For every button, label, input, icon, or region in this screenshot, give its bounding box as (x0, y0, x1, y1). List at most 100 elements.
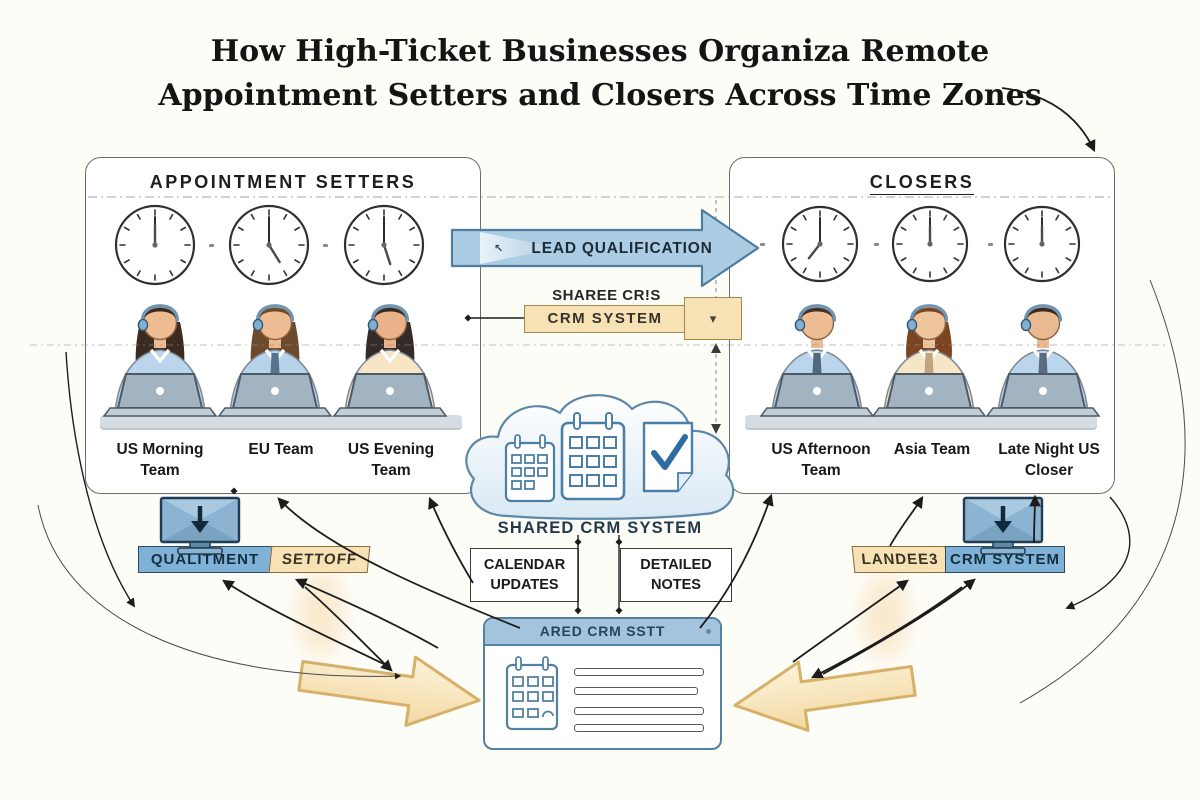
laptop-logo (386, 387, 394, 395)
calendar-icon (504, 434, 556, 503)
monitor-download-icon (962, 496, 1044, 555)
person-illustration (332, 304, 448, 417)
team-label-right_panel-1: Asia Team (862, 440, 1002, 486)
headset-icon (370, 304, 410, 322)
person-left_panel-1 (210, 292, 340, 420)
crm-port-box: ▾ (684, 297, 742, 340)
laptop-base (332, 407, 448, 417)
person-illustration (759, 304, 875, 417)
closers-title: CLOSERS (869, 172, 975, 195)
laptop-base (102, 407, 218, 417)
page-title: How High-Ticket Businesses Organiza Remo… (0, 30, 1200, 117)
detailed-notes-line1: DETAILED (640, 556, 712, 573)
clock-left_panel-1 (227, 203, 311, 287)
title-line-2: Appointment Setters and Closers Across T… (158, 77, 1042, 113)
calendar-icon (505, 656, 559, 731)
headset-icon (140, 304, 180, 322)
shared-crm-cloud: SHARED CRM SYSTEM (465, 394, 735, 537)
appointment-setters-title: APPOINTMENT SETTERS (149, 172, 417, 192)
team-label-line: Team (371, 461, 411, 479)
team-label-line: EU Team (248, 441, 314, 458)
hair (143, 307, 177, 322)
up-arrowhead-icon (711, 343, 721, 353)
clock-icon (343, 204, 425, 286)
laptop-base (871, 407, 987, 417)
team-label-line: US Afternoon (771, 441, 871, 458)
record-line (574, 724, 704, 732)
monitor-download-icon (159, 496, 241, 555)
crm-window-titlebar: ARED CRM SSTT (485, 619, 720, 646)
lead-qualification-label: LEAD QUALIFICATION (531, 240, 712, 257)
lead-qualification-arrow: ↖ LEAD QUALIFICATION (450, 208, 760, 288)
team-label-line: Team (801, 461, 841, 479)
person-illustration (102, 304, 218, 417)
clock-right_panel-0 (780, 204, 860, 284)
gloss-arrow-icon (480, 232, 558, 264)
record-line (574, 707, 704, 715)
record-line (574, 687, 698, 695)
team-label-line: US Evening (347, 441, 435, 458)
tiny-arrow-icon: ↖ (494, 243, 503, 255)
laptop-base (985, 407, 1101, 417)
laptop-logo (1039, 387, 1047, 395)
crm-window-title: ARED CRM SSTT (539, 623, 666, 639)
laptop-logo (925, 387, 933, 395)
laptop-logo (813, 387, 821, 395)
headset-icon (909, 304, 949, 322)
team-label-line: US Morning (116, 441, 204, 458)
hair (258, 307, 292, 322)
separator-dot (323, 244, 328, 247)
appointment-setters-header: APPOINTMENT SETTERS (86, 172, 480, 193)
team-label-line: Team (140, 461, 180, 479)
person-illustration (985, 304, 1101, 417)
clock-left_panel-0 (113, 203, 197, 287)
shared-crm-caption: SHAREE CR!S (552, 287, 661, 304)
desk-left (100, 415, 462, 428)
detailed-notes-box: DETAILED NOTES (620, 548, 732, 602)
headset-earcup-icon (906, 318, 918, 332)
person-right_panel-1 (864, 292, 994, 420)
hair (800, 307, 834, 322)
detailed-notes-line2: NOTES (651, 577, 701, 593)
laptop-logo (156, 387, 164, 395)
clock-right_panel-2 (1002, 204, 1082, 284)
headset-earcup-icon (252, 318, 264, 332)
laptop-base (759, 407, 875, 417)
hair (912, 307, 946, 322)
title-line-1: How High-Ticket Businesses Organiza Remo… (210, 34, 990, 69)
clock-icon (781, 205, 859, 283)
collar (149, 348, 171, 364)
crm-system-box: CRM SYSTEM (524, 305, 686, 333)
headset-earcup-icon (794, 318, 806, 332)
small-arrow-icon: ▾ (709, 311, 717, 326)
person-left_panel-2 (325, 292, 455, 420)
desk-right (745, 415, 1097, 428)
clock-icon (114, 204, 196, 286)
team-label-line: Asia Team (893, 441, 971, 458)
big-arrow-left-icon (733, 660, 917, 732)
separator-dot (988, 243, 993, 246)
hair (373, 307, 407, 322)
separator-dot (760, 243, 765, 246)
big-arrow-right-icon (297, 655, 481, 727)
person-right_panel-0 (752, 292, 882, 420)
calendar-icon (560, 412, 626, 501)
separator-dot (874, 243, 879, 246)
clock-icon (1003, 205, 1081, 283)
team-label-line: Late Night US (998, 441, 1100, 458)
clock-icon (891, 205, 969, 283)
person-left_panel-0 (95, 292, 225, 420)
clock-right_panel-1 (890, 204, 970, 284)
team-label-left_panel-1: EU Team (211, 440, 351, 486)
separator-dot (209, 244, 214, 247)
closers-header: CLOSERS (730, 172, 1114, 195)
clock-left_panel-2 (342, 203, 426, 287)
record-line (574, 668, 704, 676)
headset-icon (797, 304, 837, 322)
landee-box: LANDEE3 (851, 546, 949, 573)
